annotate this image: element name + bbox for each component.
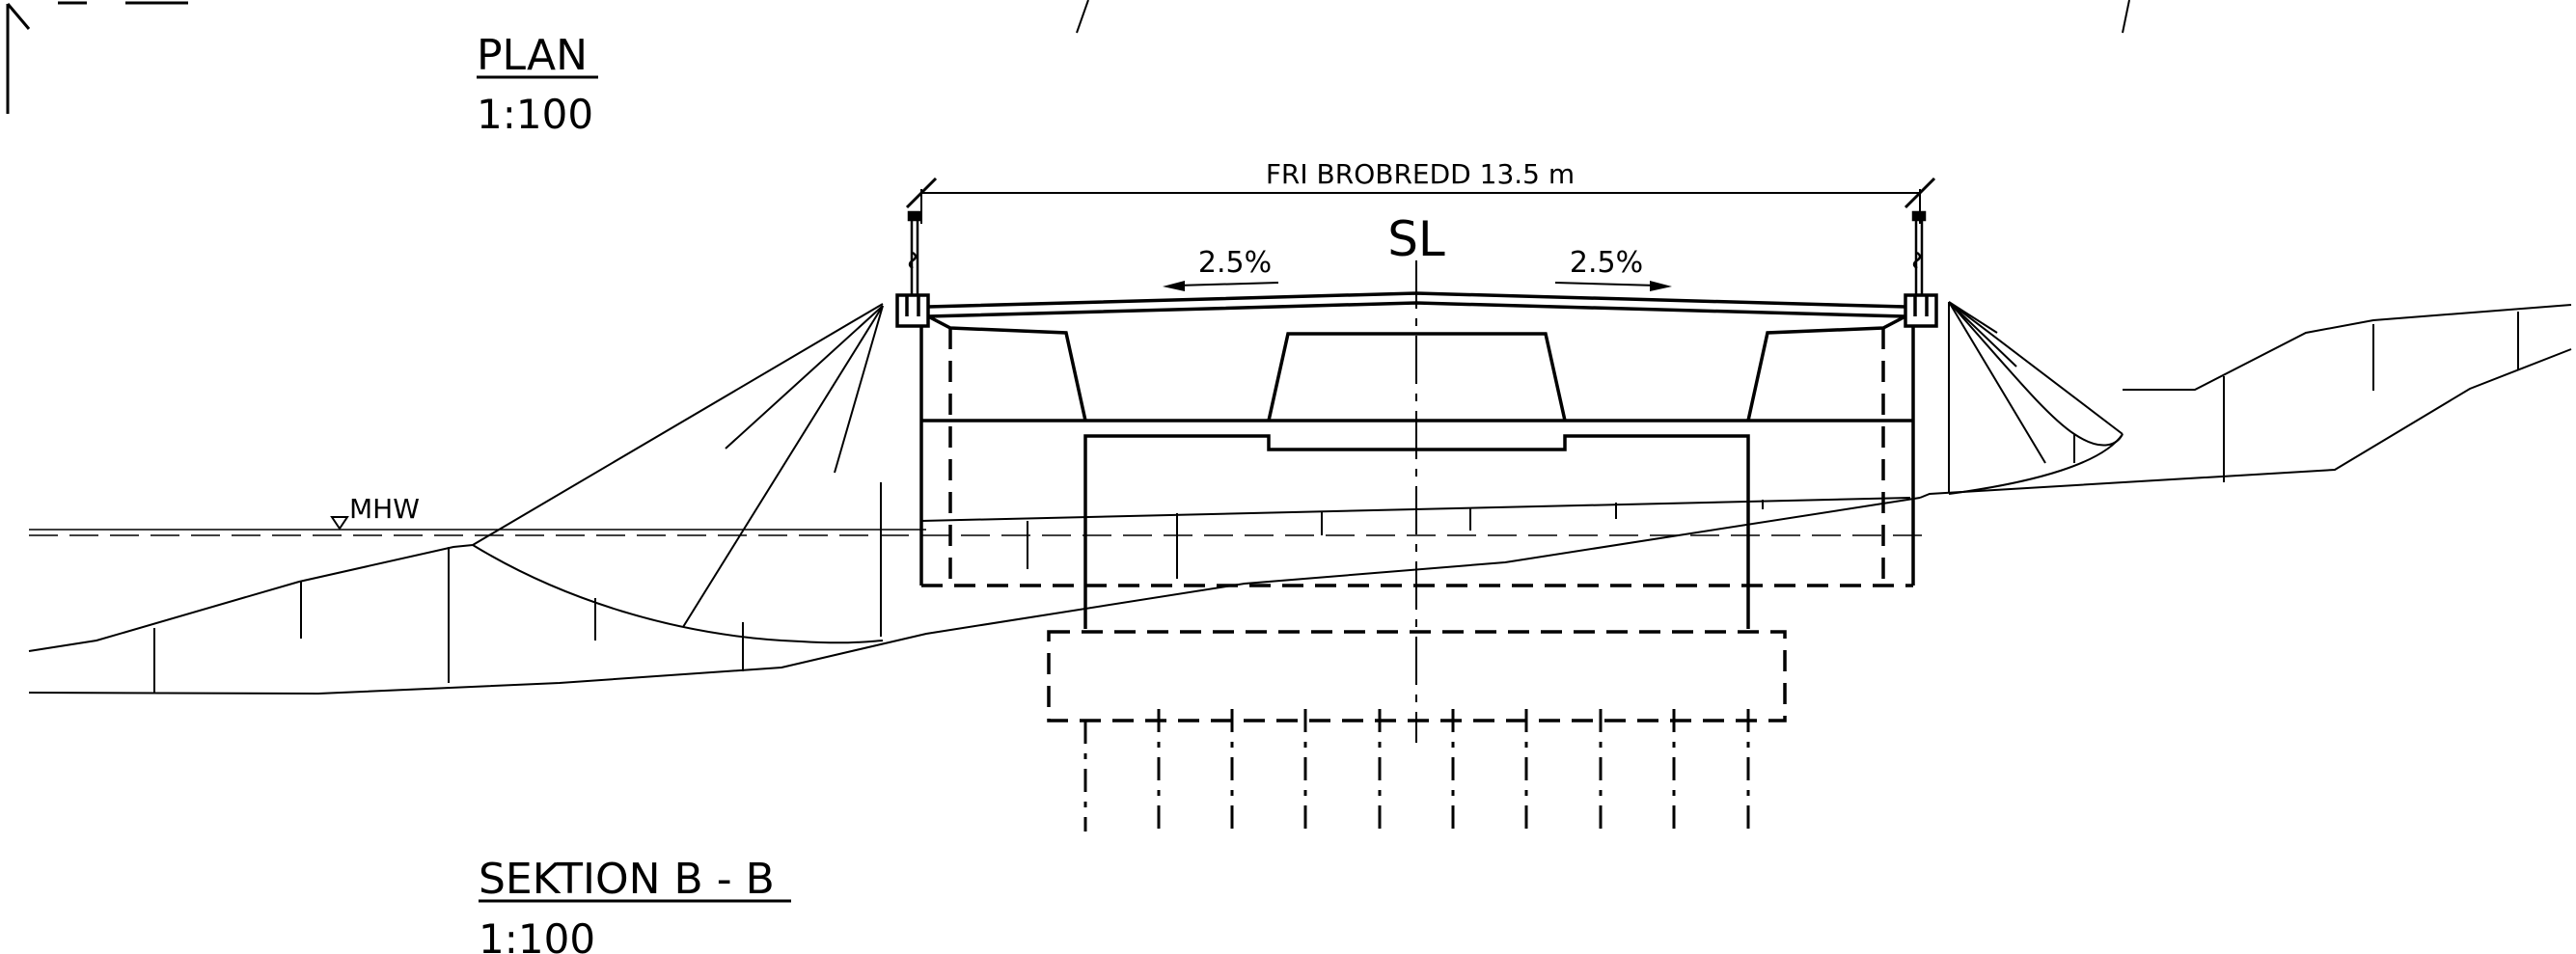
railing-left xyxy=(907,210,922,295)
foundation-outline xyxy=(921,328,1913,722)
clear-width-label: FRI BROBREDD 13.5 m xyxy=(1266,158,1575,190)
mhw-label: MHW xyxy=(349,493,420,525)
railing-right xyxy=(1911,210,1927,295)
bridge-deck xyxy=(895,291,1938,629)
water-level-triangle xyxy=(330,516,349,531)
water-level-lines xyxy=(29,529,1930,536)
slope-right-label: 2.5% xyxy=(1570,246,1643,280)
section-scale: 1:100 xyxy=(479,915,595,954)
plan-title: PLAN xyxy=(477,31,588,80)
dimension-line xyxy=(905,177,1936,224)
plan-scale: 1:100 xyxy=(477,91,593,138)
slope-arrow-right xyxy=(1554,281,1672,291)
centerline-label: SL xyxy=(1387,211,1445,267)
section-title: SEKTION B - B xyxy=(479,855,775,904)
slope-arrow-left xyxy=(1163,281,1279,291)
cut-tick-right xyxy=(2122,0,2130,34)
cut-tick-left xyxy=(1076,0,1089,34)
section-cut-marker xyxy=(6,1,188,114)
slope-left-label: 2.5% xyxy=(1198,246,1272,280)
piles xyxy=(1083,709,1750,831)
